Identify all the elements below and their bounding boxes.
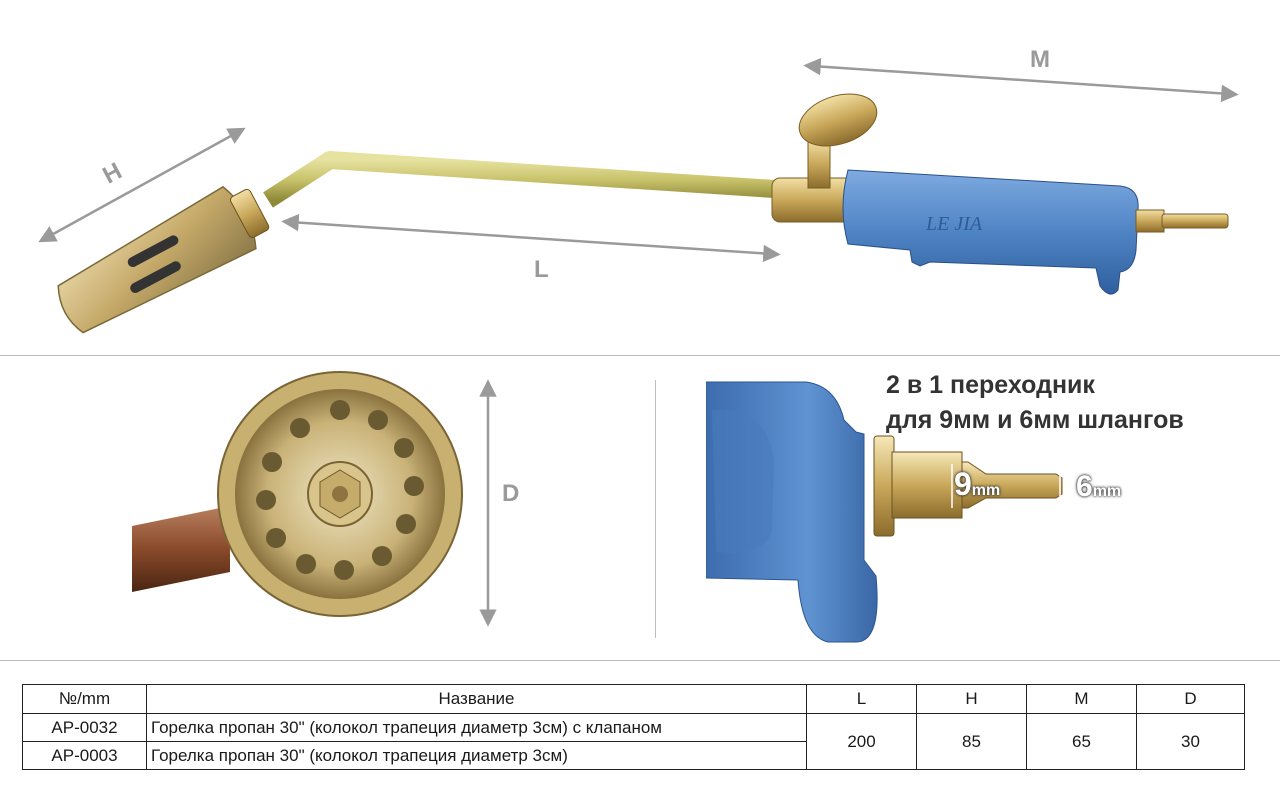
top-divider [0,355,1280,356]
row-name: Горелка пропан 30" (колокол трапеция диа… [146,713,807,742]
adapter-6mm-section [961,461,1063,509]
valve-fitting [771,93,878,223]
spec-table: №/mm Название L H M D AP-0032 Горелка пр… [22,684,1245,770]
burner-face-illustration [132,371,497,627]
adapter-illustration [705,381,1063,643]
value-h: 85 [916,713,1027,770]
adapter-nut [873,435,895,537]
header-code: №/mm [22,684,147,714]
size-9mm-label: 9mm [954,466,1000,503]
header-name: Название [146,684,807,714]
table-divider [0,660,1280,661]
header-l: L [806,684,917,714]
torch-handle: LE JIA [842,169,1139,295]
torch-overview: LE JIA H L M [0,0,1280,352]
h-dimension-arrow [38,127,246,243]
size-6mm-label: 6mm [1076,470,1121,504]
size-9mm-number: 9 [954,466,972,502]
burner-bell [57,185,270,334]
hose-nipple [1135,209,1229,233]
size-9mm-unit: mm [971,482,1001,499]
valve-knob [798,93,878,147]
table-header-row: №/mm Название L H M D [22,684,1245,714]
torch-tube [263,151,791,208]
value-d: 30 [1136,713,1245,770]
row-code: AP-0003 [22,741,147,770]
torch-illustration: LE JIA [38,57,1239,334]
row-code: AP-0032 [22,713,147,742]
m-dimension-arrow [803,57,1239,103]
header-m: M [1026,684,1137,714]
table-row: AP-0032 Горелка пропан 30" (колокол трап… [22,713,1245,770]
handle-marking: LE JIA [925,213,983,235]
d-dimension-label: D [502,480,520,507]
l-dimension-arrow [281,213,781,263]
adapter-caption-line2: для 9мм и 6мм шлангов [886,406,1184,434]
l-dimension-label: L [534,256,549,283]
value-l: 200 [806,713,917,770]
adapter-caption: 2 в 1 переходник для 9мм и 6мм шлангов [886,368,1184,438]
header-h: H [916,684,1027,714]
size-6mm-unit: mm [1092,483,1122,500]
bottom-divider [655,380,656,638]
value-m: 65 [1026,713,1137,770]
table-row: AP-0003 Горелка пропан 30" (колокол трап… [22,741,1245,770]
adapter-closeup: 9mm 6mm [705,380,1166,648]
adapter-caption-line1: 2 в 1 переходник [886,371,1095,399]
size-6mm-number: 6 [1076,470,1093,503]
m-dimension-label: M [1030,46,1050,73]
burner-face-view: D [120,366,540,646]
header-d: D [1136,684,1245,714]
row-name: Горелка пропан 30" (колокол трапеция диа… [146,741,807,770]
